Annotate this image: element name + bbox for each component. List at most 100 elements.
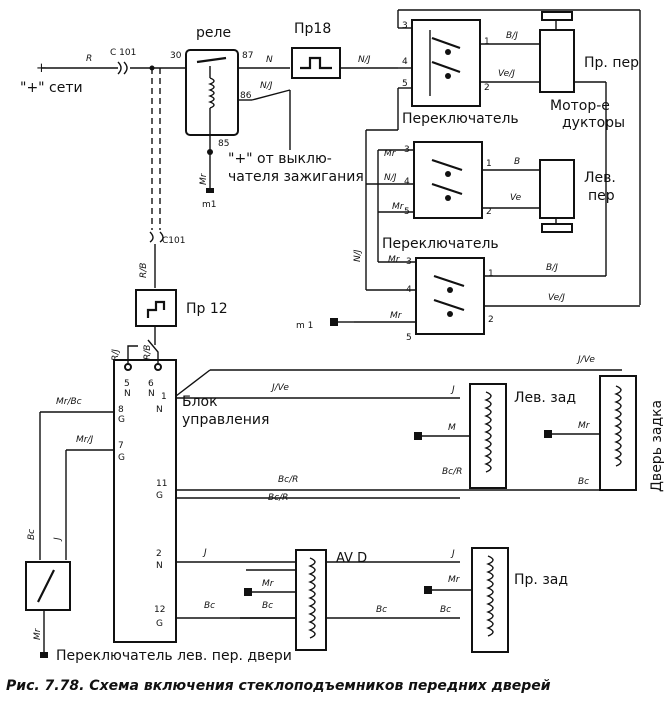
svg-text:3: 3	[402, 21, 408, 31]
svg-text:2: 2	[486, 207, 492, 217]
svg-text:N/J: N/J	[353, 249, 363, 262]
driver-switch-label: Переключатель лев. пер. двери	[56, 648, 292, 664]
svg-text:Mr: Mr	[33, 627, 43, 640]
relay-coil	[208, 77, 215, 109]
driver-switch: Mr/Bc Mr/J Bc J Mr Переключатель лев. пе…	[25, 397, 292, 664]
svg-text:R/B: R/B	[139, 263, 149, 278]
motor-rear-door: Дверь задка Mr	[544, 375, 665, 492]
avd-label: AV D	[336, 551, 367, 566]
svg-text:N/J: N/J	[384, 173, 397, 183]
c101-label: C 101	[110, 48, 136, 58]
svg-text:G: G	[156, 619, 163, 629]
fuse-pr18: Пр18 N/J	[291, 21, 398, 79]
connector-c101	[117, 61, 128, 75]
motor-lh-rear: Лев. зад M	[414, 383, 576, 489]
svg-text:Mr: Mr	[262, 579, 275, 589]
svg-text:B: B	[514, 157, 520, 167]
svg-text:85: 85	[218, 139, 229, 149]
svg-text:8: 8	[118, 405, 124, 415]
svg-text:Mr/J: Mr/J	[76, 435, 93, 445]
svg-text:R/B: R/B	[143, 345, 153, 360]
switch-lever-icon	[37, 569, 55, 603]
fuse-icon	[146, 300, 166, 318]
coil-icon	[308, 557, 316, 639]
svg-text:5: 5	[406, 333, 412, 343]
svg-text:G: G	[156, 491, 163, 501]
svg-text:1: 1	[488, 269, 494, 279]
figure-caption: Рис. 7.78. Схема включения стеклоподъемн…	[6, 678, 551, 694]
svg-text:86: 86	[240, 91, 252, 101]
svg-text:4: 4	[404, 177, 410, 187]
svg-text:Bc: Bc	[27, 529, 37, 540]
svg-text:Mr: Mr	[384, 149, 397, 159]
svg-text:Mr: Mr	[199, 172, 209, 185]
svg-text:J: J	[53, 537, 63, 542]
svg-text:N: N	[148, 389, 155, 399]
svg-text:R/J: R/J	[111, 349, 121, 361]
svg-text:Bc: Bc	[440, 605, 451, 615]
svg-text:7: 7	[118, 441, 124, 451]
svg-text:J: J	[202, 548, 207, 558]
lh-rear-label: Лев. зад	[514, 390, 576, 406]
svg-text:J/Ve: J/Ve	[576, 355, 595, 365]
lh-front-label-2: пер	[588, 188, 615, 204]
switch-top: 3 4 5 1 2 Переключатель B/J Ve/J	[397, 9, 641, 305]
svg-text:Mr: Mr	[392, 202, 405, 212]
svg-text:C101: C101	[162, 236, 185, 246]
wire-r: R	[86, 54, 92, 64]
motor-label-1: Мотор-е	[550, 98, 610, 114]
plus-sign: +	[36, 61, 47, 76]
svg-text:G: G	[118, 453, 125, 463]
fuse12-label: Пр 12	[186, 301, 228, 317]
motor-lh-front: Лев. пер	[539, 159, 616, 233]
svg-text:J/Ve: J/Ve	[270, 383, 289, 393]
ground-m1-switch: m 1	[296, 321, 313, 331]
svg-text:N: N	[156, 561, 163, 571]
ignition-label-2: чателя зажигания	[228, 169, 364, 185]
svg-text:N/J: N/J	[260, 81, 273, 91]
motor-rh-front: Пр. пер Мотор-е дукторы	[539, 11, 639, 131]
svg-text:11: 11	[156, 479, 167, 489]
svg-text:Ve/J: Ve/J	[548, 293, 565, 303]
switch-middle: 3 4 5 1 2 Mr N/J Mr Переключатель B Ve	[366, 141, 540, 252]
motor-label-2: дукторы	[562, 115, 625, 131]
supply-section: + "+" сети R C 101	[20, 48, 185, 230]
svg-text:J: J	[450, 549, 455, 559]
switch-label-1: Переключатель	[402, 111, 519, 127]
svg-text:Mr: Mr	[390, 311, 403, 321]
svg-text:Bc/R: Bc/R	[442, 467, 462, 477]
motor-rh-rear: Пр. зад Mr	[424, 547, 568, 653]
control-label-2: управления	[182, 412, 269, 428]
svg-text:6: 6	[148, 379, 154, 389]
svg-text:J: J	[450, 385, 455, 395]
svg-text:4: 4	[402, 57, 408, 67]
svg-text:12: 12	[154, 605, 165, 615]
svg-text:Ve/J: Ve/J	[498, 69, 515, 79]
svg-text:G: G	[118, 415, 125, 425]
rear-harness: J/Ve J/Ve J Bc/R Bc/R Bc/R Bc J J Bc Bc …	[175, 355, 622, 619]
svg-text:30: 30	[170, 51, 182, 61]
control-unit: Блок управления R/J R/B 5 N 6 N 1 N 8 G …	[111, 339, 269, 643]
ignition-label-1: "+" от выклю-	[228, 151, 332, 167]
svg-text:1: 1	[161, 392, 167, 402]
motor-coil-icon	[486, 555, 494, 637]
svg-text:Ve: Ve	[510, 193, 522, 203]
fuse-icon	[300, 56, 332, 70]
lh-front-label-1: Лев.	[584, 170, 616, 186]
svg-text:Bc/R: Bc/R	[278, 475, 298, 485]
switch-bottom: 3 4 5 1 2 Mr Mr N/J B/J Ve/J m 1	[296, 81, 640, 343]
svg-text:5: 5	[402, 79, 408, 89]
fuse18-label: Пр18	[294, 21, 331, 37]
svg-text:Bc: Bc	[204, 601, 215, 611]
svg-text:87: 87	[242, 51, 253, 61]
gear-icon	[541, 223, 573, 233]
fuse-pr12: C101 R/B Пр 12	[135, 231, 228, 345]
svg-text:Mr: Mr	[578, 421, 591, 431]
svg-text:Mr: Mr	[388, 255, 401, 265]
svg-text:B/J: B/J	[546, 263, 558, 273]
svg-text:1: 1	[486, 159, 492, 169]
svg-text:Bc: Bc	[376, 605, 387, 615]
motor-coil-icon	[614, 385, 622, 467]
svg-text:2: 2	[488, 315, 494, 325]
wiring-diagram: + "+" сети R C 101 реле 30 87 86 85 Mr m…	[20, 9, 665, 664]
